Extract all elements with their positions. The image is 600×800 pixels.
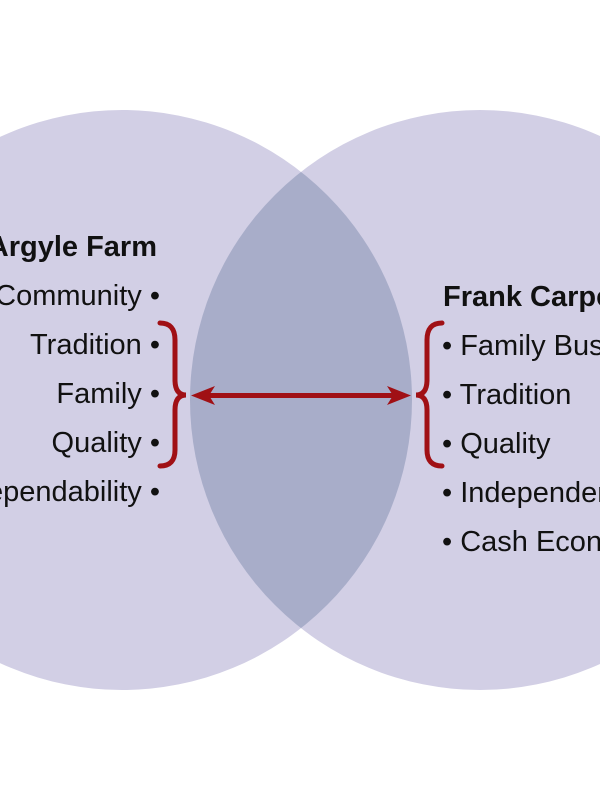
right-title: Frank Carpenter	[443, 281, 600, 313]
left-item: Dependability •	[0, 476, 160, 508]
left-item: Community •	[0, 280, 160, 312]
left-item: Tradition •	[30, 329, 160, 361]
right-brace	[415, 320, 445, 469]
double-arrow	[191, 386, 411, 405]
left-item: Quality •	[52, 427, 160, 459]
overlap-region	[190, 110, 412, 690]
right-item: • Quality	[442, 428, 551, 460]
right-item: • Family Business	[442, 330, 600, 362]
right-item: • Cash Economy	[442, 526, 600, 558]
right-item: • Independence	[442, 477, 600, 509]
left-item: Family •	[56, 378, 160, 410]
right-item: • Tradition	[442, 379, 571, 411]
left-title: Argyle Farm	[0, 231, 157, 263]
left-brace	[157, 320, 187, 469]
